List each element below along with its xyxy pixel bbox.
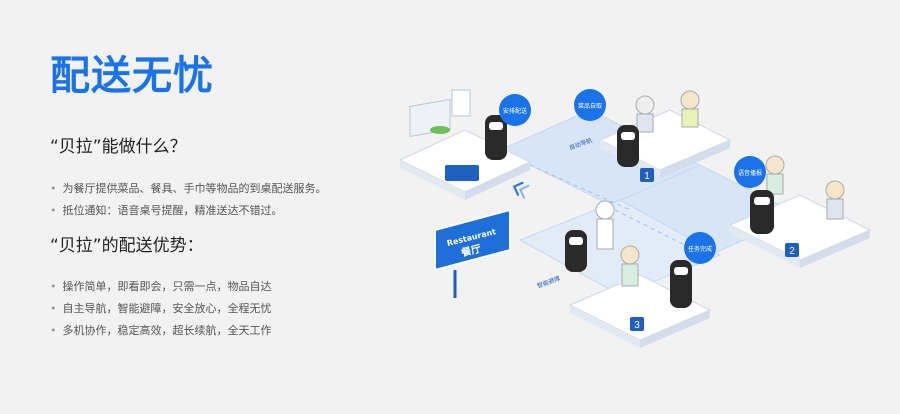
robot-icon — [485, 115, 774, 308]
section-what-list: 为餐厅提供菜品、餐具、手巾等物品的到桌配送服务。 抵位通知：语音桌号提醒，精准送… — [50, 178, 327, 222]
table-number: 3 — [634, 320, 640, 331]
page-title: 配送无忧 — [50, 53, 214, 99]
kitchen-platform — [398, 89, 532, 200]
table-3-platform: 3 — [568, 245, 712, 348]
path-label: 智能避障 — [536, 274, 561, 290]
isometric-restaurant-scene: 1 2 3 — [398, 89, 872, 348]
status-bubbles: 安排配送 菜品自取 语音播报 任务完成 — [499, 89, 766, 264]
list-item: 自主导航，智能避障，安全放心，全程无忧 — [50, 298, 272, 320]
section-advantages-list: 操作简单，即看即会，只需一点，物品自达 自主导航，智能避障，安全放心，全程无忧 … — [50, 276, 272, 342]
list-item: 抵位通知：语音桌号提醒，精准送达不错过。 — [50, 200, 327, 222]
bubble-label: 菜品自取 — [578, 102, 602, 110]
bubble-label: 语音播报 — [738, 169, 762, 177]
restaurant-sign: Restaurant 餐厅 — [434, 208, 511, 298]
bubble-label: 任务完成 — [688, 245, 712, 253]
table-number: 2 — [789, 246, 795, 257]
section-advantages-title: “贝拉”的配送优势： — [50, 236, 204, 256]
list-item: 多机协作，稳定高效，超长续航，全天工作 — [50, 320, 272, 342]
section-what-title: “贝拉”能做什么？ — [50, 137, 187, 157]
direction-arrow-icon — [512, 181, 530, 200]
table-number: 1 — [644, 171, 650, 182]
delivery-robot-illustration: 1 2 3 — [390, 70, 890, 380]
bubble-label: 安排配送 — [503, 107, 527, 115]
list-item: 操作简单，即看即会，只需一点，物品自达 — [50, 276, 272, 298]
list-item: 为餐厅提供菜品、餐具、手巾等物品的到桌配送服务。 — [50, 178, 327, 200]
